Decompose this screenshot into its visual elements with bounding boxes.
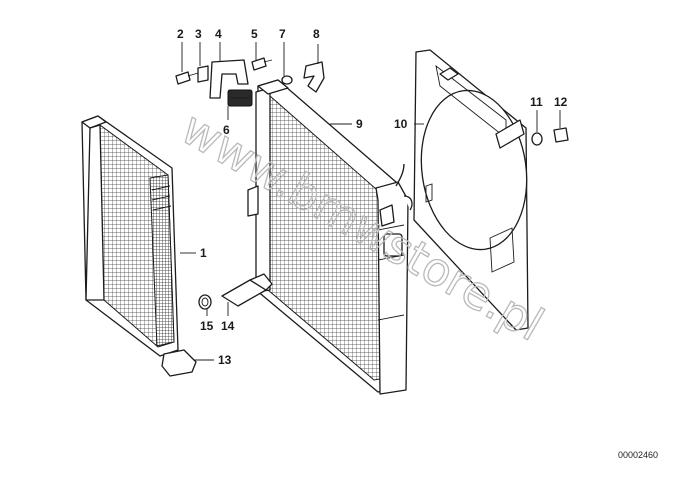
part-11-washer — [531, 132, 543, 146]
callout-4: 4 — [215, 27, 222, 41]
part-3-clip — [197, 65, 209, 83]
leader-lines — [180, 42, 561, 361]
part-2-bolt — [175, 71, 199, 85]
fan-shroud — [413, 49, 529, 331]
main-radiator — [247, 79, 413, 395]
part-15-seal-ring — [198, 294, 212, 310]
callout-11: 11 — [530, 95, 543, 109]
catalog-number: 00002460 — [618, 450, 658, 460]
part-14-temperature-switch — [221, 273, 273, 307]
callout-12: 12 — [554, 95, 568, 109]
callout-labels: 2 3 4 5 7 8 6 9 10 11 12 1 15 14 13 — [177, 27, 568, 367]
auxiliary-radiator — [81, 115, 179, 357]
callout-14: 14 — [221, 319, 235, 333]
callout-5: 5 — [251, 27, 258, 41]
callout-3: 3 — [195, 27, 202, 41]
callout-6: 6 — [223, 123, 230, 137]
callout-15: 15 — [200, 319, 214, 333]
callout-9: 9 — [356, 117, 363, 131]
callout-2: 2 — [177, 27, 184, 41]
part-12-bolt — [553, 127, 569, 143]
part-4-bracket — [209, 59, 249, 99]
part-8-bracket — [303, 61, 325, 93]
callout-10: 10 — [394, 117, 408, 131]
part-5-screw — [251, 57, 273, 71]
part-13-clip — [161, 349, 197, 377]
part-7-washer — [281, 75, 293, 85]
callout-7: 7 — [279, 27, 286, 41]
callout-1: 1 — [200, 246, 207, 260]
callout-8: 8 — [313, 27, 320, 41]
callout-13: 13 — [218, 353, 232, 367]
part-6-rubber-mount — [227, 89, 253, 107]
